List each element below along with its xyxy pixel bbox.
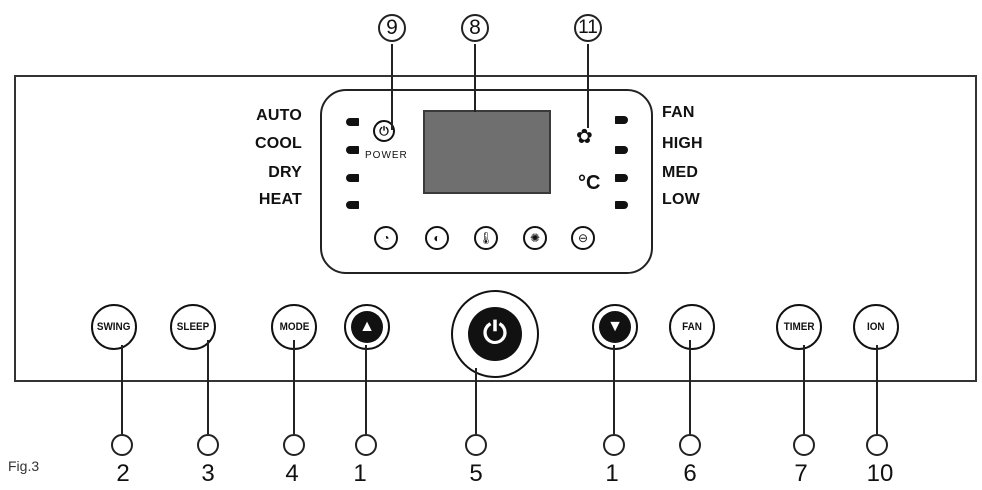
mode-label-cool: COOL — [254, 135, 302, 152]
callout-circle-3 — [197, 434, 219, 456]
mode-label-auto: AUTO — [256, 107, 302, 124]
fan-label-fan: FAN — [662, 104, 695, 121]
celsius-unit: °C — [578, 172, 601, 194]
figure-label: Fig.3 — [8, 458, 40, 474]
indicator-led-med — [615, 174, 628, 182]
timer-indicator-icon: ◔ — [374, 226, 398, 250]
callout-9: 9 — [378, 14, 406, 42]
callout-circle-4 — [283, 434, 305, 456]
fan-label-med: MED — [662, 164, 699, 181]
sleep-button[interactable]: SLEEP — [170, 304, 216, 350]
temperature-up-button[interactable]: ▲ — [344, 304, 390, 350]
callout-number-6: 6 — [683, 460, 697, 487]
chevron-up-icon: ▲ — [351, 311, 383, 343]
callout-number-4: 4 — [285, 460, 299, 487]
fan-label-high: HIGH — [662, 135, 703, 152]
callout-circle-1b — [603, 434, 625, 456]
main-power-button[interactable]: ⏻ — [451, 290, 539, 378]
indicator-led-high — [615, 146, 628, 154]
callout-number-1a: 1 — [353, 460, 367, 487]
indicator-led-heat — [346, 201, 359, 209]
callout-number-10: 10 — [866, 460, 894, 487]
lcd-screen — [423, 110, 551, 194]
indicator-led-low — [615, 201, 628, 209]
callout-number-3: 3 — [201, 460, 215, 487]
fan-label-low: LOW — [662, 191, 700, 208]
callout-8: 8 — [461, 14, 489, 42]
temperature-indicator-icon: 🌡 — [474, 226, 498, 250]
sleep-indicator-icon: ◐ — [425, 226, 449, 250]
indicator-led-dry — [346, 174, 359, 182]
mode-button[interactable]: MODE — [271, 304, 317, 350]
indicator-led-auto — [346, 118, 359, 126]
callout-number-5: 5 — [469, 460, 483, 487]
callout-circle-7 — [793, 434, 815, 456]
mode-label-dry: DRY — [268, 164, 302, 181]
callout-number-2: 2 — [116, 460, 130, 487]
chevron-down-icon: ▼ — [599, 311, 631, 343]
ion-button[interactable]: ION — [853, 304, 899, 350]
indicator-led-fan — [615, 116, 628, 124]
swing-indicator-icon: ✺ — [523, 226, 547, 250]
indicator-led-cool — [346, 146, 359, 154]
callout-circle-5 — [465, 434, 487, 456]
callout-circle-1a — [355, 434, 377, 456]
callout-number-7: 7 — [794, 460, 808, 487]
callout-circle-10 — [866, 434, 888, 456]
timer-button[interactable]: TIMER — [776, 304, 822, 350]
callout-11: 11 — [574, 14, 602, 42]
power-indicator-icon: ⏻ — [373, 120, 395, 142]
swing-button[interactable]: SWING — [91, 304, 137, 350]
callout-number-1b: 1 — [605, 460, 619, 487]
temperature-down-button[interactable]: ▼ — [592, 304, 638, 350]
fan-button[interactable]: FAN — [669, 304, 715, 350]
callout-circle-2 — [111, 434, 133, 456]
mode-label-heat: HEAT — [258, 191, 302, 208]
fan-speed-icon: ✿ — [576, 126, 593, 148]
power-indicator-label: POWER — [365, 150, 408, 161]
callout-circle-6 — [679, 434, 701, 456]
power-icon: ⏻ — [468, 307, 522, 361]
ion-indicator-icon: ⊖ — [571, 226, 595, 250]
